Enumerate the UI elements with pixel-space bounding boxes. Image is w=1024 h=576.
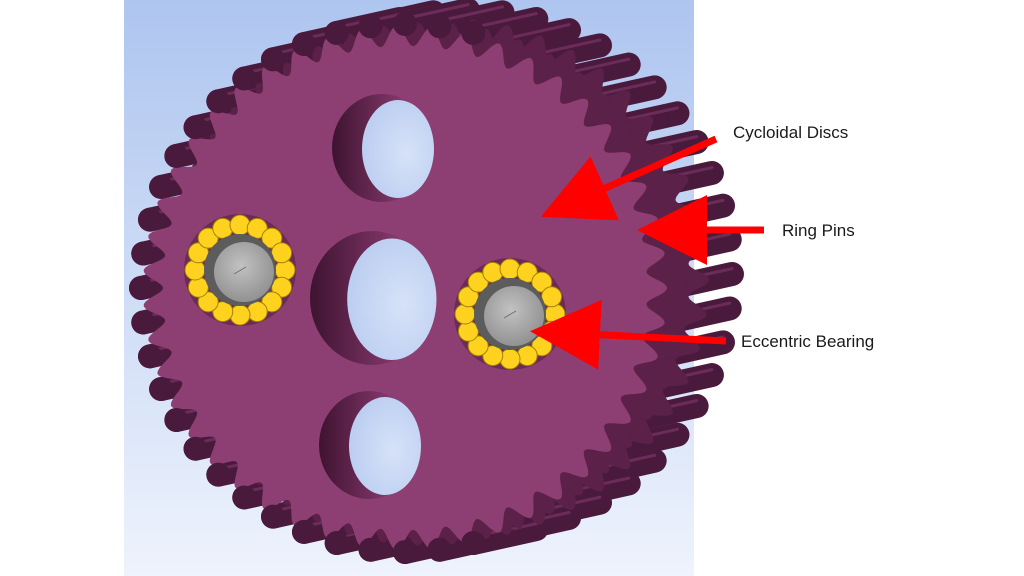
bearing-center-mark — [233, 266, 247, 275]
bearing-roller — [457, 320, 479, 342]
ring-pin-cap — [149, 174, 174, 199]
ring-pin-cap — [232, 485, 257, 510]
bearing-roller — [467, 271, 489, 293]
ring-pin-cap — [164, 408, 189, 432]
disc-holes — [310, 94, 437, 499]
bearing-roller — [246, 301, 268, 323]
arrow-cycloidal-discs — [540, 135, 718, 221]
ring-pin-highlight — [535, 38, 602, 56]
ring-pin-cap — [324, 20, 349, 45]
ring-pin-cap — [324, 531, 349, 556]
ring-pin-highlight — [403, 3, 470, 21]
bearing-roller — [271, 242, 293, 264]
ring-pin-cap — [206, 89, 231, 114]
bearing-center-mark — [503, 310, 517, 319]
bearing-roller — [454, 303, 476, 325]
ring-pin-cap — [291, 519, 316, 544]
bearing-roller — [229, 214, 251, 236]
bearing-roller — [187, 276, 209, 298]
bearing-roller — [516, 345, 538, 367]
bearing-roller — [274, 259, 296, 281]
disc-hole-opening — [362, 100, 434, 198]
ring-pin-cap — [137, 207, 162, 232]
bearing-roller — [499, 348, 521, 370]
bearing-roller — [229, 304, 251, 326]
ring-pin-cap — [129, 276, 153, 300]
callout-arrows — [530, 135, 764, 370]
bearing-face — [484, 286, 544, 346]
ring-pin-cap — [131, 241, 156, 266]
ring-pin-cap — [393, 12, 417, 36]
ring-pin-cap — [261, 504, 285, 529]
bearing-roller — [531, 271, 553, 293]
bearing-roller — [467, 335, 489, 357]
ring-pin-cap — [206, 462, 231, 487]
bearing-roller — [544, 303, 566, 325]
bearing-face — [214, 242, 274, 302]
bearing-roller — [541, 286, 563, 308]
disc-hole-opening — [347, 238, 437, 360]
ring-pin-cap — [183, 436, 208, 461]
ring-pin-cap — [427, 14, 452, 39]
bearing-roller — [197, 291, 219, 313]
ring-pin-highlight — [437, 5, 504, 23]
ring-pin-highlight — [471, 12, 538, 30]
ring-pin-cap — [358, 14, 383, 39]
ring-pin-cap — [183, 115, 208, 140]
disc-hole-opening — [349, 397, 421, 495]
label-cycloidal-discs: Cycloidal Discs — [733, 123, 848, 142]
ring-pin-cap — [427, 537, 452, 562]
ring-pin-cap — [461, 20, 486, 45]
ring-pin-cap — [358, 537, 383, 562]
eccentric-bearings — [184, 214, 566, 370]
bearing-roller — [197, 227, 219, 249]
ring-pin-cap — [137, 344, 162, 369]
cycloidal-disc — [129, 12, 709, 564]
ring-pin-cap — [291, 32, 316, 57]
ring-pin-cap — [131, 310, 156, 335]
bearing-roller — [184, 259, 206, 281]
bearing-roller — [261, 291, 283, 313]
ring-pin-cap — [461, 531, 486, 556]
ring-pin-cap — [164, 144, 189, 168]
bearing-roller — [212, 217, 234, 239]
ring-pin-cap — [149, 377, 174, 402]
ring-pin-cap — [261, 47, 285, 72]
ring-pin-cap — [393, 540, 417, 564]
bearing-roller — [499, 258, 521, 280]
ring-pin-highlight — [504, 23, 571, 41]
bearing-roller — [482, 261, 504, 283]
bearing-roller — [261, 227, 283, 249]
ring-pin-cap — [232, 66, 257, 91]
ring-pin-highlight — [564, 57, 631, 75]
label-eccentric-bearing: Eccentric Bearing — [741, 332, 874, 351]
arrow-eccentric-bearing — [530, 299, 727, 370]
label-ring-pins: Ring Pins — [782, 221, 855, 240]
